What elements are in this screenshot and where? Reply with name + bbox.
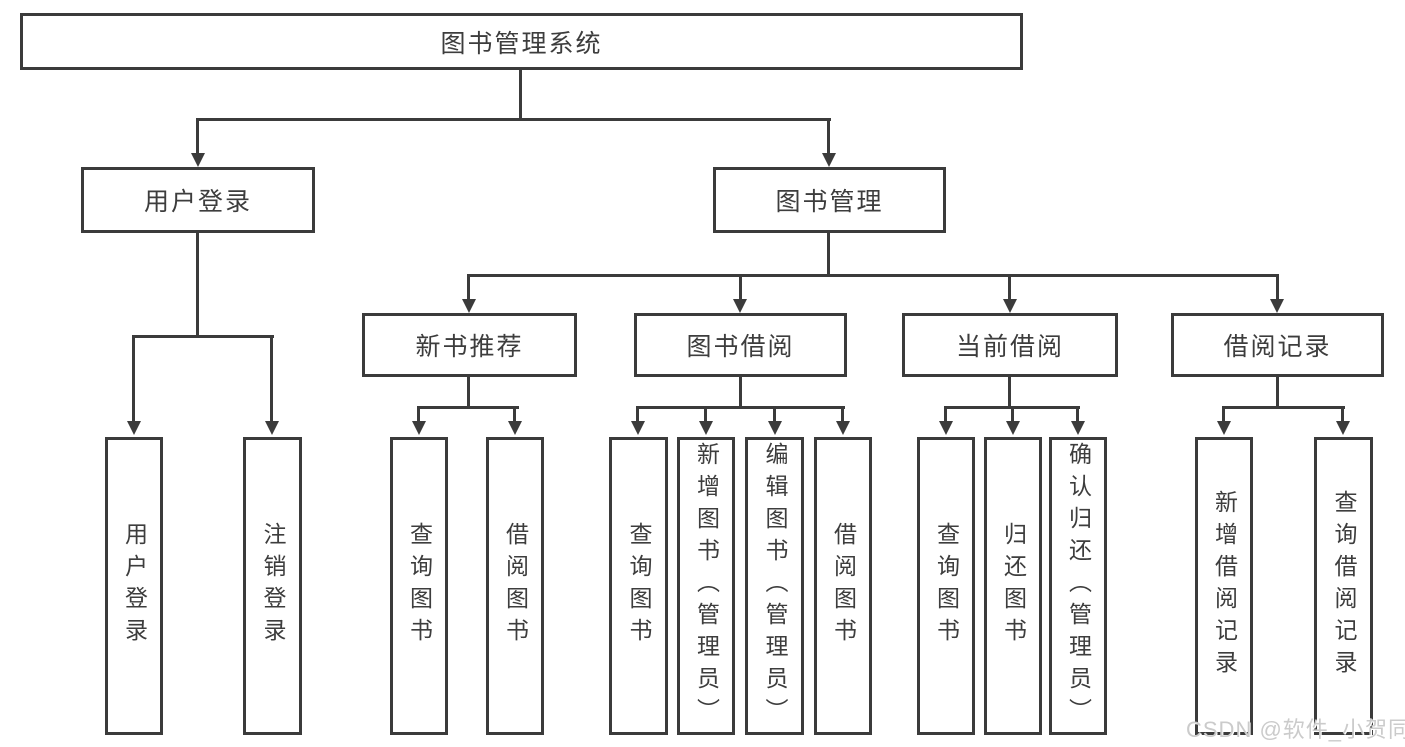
connector-line: [739, 274, 742, 299]
connector-line: [1222, 406, 1345, 409]
arrow-down-icon: [822, 153, 836, 167]
leaf-confirm-return-admin: 确认归还（管理员）: [1049, 437, 1107, 735]
connector-line: [467, 274, 470, 299]
arrow-down-icon: [733, 299, 747, 313]
arrow-down-icon: [699, 421, 713, 435]
connector-line: [417, 406, 519, 409]
arrow-down-icon: [1006, 421, 1020, 435]
connector-line: [196, 118, 831, 121]
leaf-return-book: 归还图书: [984, 437, 1042, 735]
connector-line: [1076, 406, 1079, 421]
leaf-current-query-books-label: 查询图书: [933, 522, 960, 650]
connector-line: [1222, 406, 1225, 421]
leaf-edit-book-admin: 编辑图书（管理员）: [745, 437, 804, 735]
leaf-logout-label: 注销登录: [260, 522, 286, 650]
watermark: CSDN @软件_小贺同学: [1186, 717, 1405, 742]
leaf-add-borrow-record: 新增借阅记录: [1195, 437, 1253, 735]
arrow-down-icon: [127, 421, 141, 435]
connector-line: [827, 233, 830, 274]
connector-line: [196, 118, 199, 154]
leaf-query-borrow-record: 查询借阅记录: [1314, 437, 1373, 735]
connector-line: [704, 406, 707, 421]
connector-line: [1011, 406, 1014, 421]
leaf-add-book-admin-label: 新增图书（管理员）: [693, 442, 720, 730]
arrow-down-icon: [412, 421, 426, 435]
node-book-management-label: 图书管理: [775, 188, 884, 216]
node-new-book-recommendation-label: 新书推荐: [415, 333, 524, 361]
leaf-query-borrow-record-label: 查询借阅记录: [1331, 490, 1357, 682]
arrow-down-icon: [191, 153, 205, 167]
connector-line: [1276, 377, 1279, 406]
node-book-management: 图书管理: [713, 167, 946, 233]
arrow-down-icon: [631, 421, 645, 435]
leaf-recommend-borrow-books: 借阅图书: [486, 437, 544, 735]
leaf-add-book-admin: 新增图书（管理员）: [677, 437, 735, 735]
connector-line: [636, 406, 845, 409]
arrow-down-icon: [939, 421, 953, 435]
arrow-down-icon: [1270, 299, 1284, 313]
leaf-borrow-query-books-label: 查询图书: [626, 522, 652, 650]
arrow-down-icon: [508, 421, 522, 435]
connector-line: [773, 406, 776, 421]
connector-line: [1008, 274, 1011, 299]
leaf-confirm-return-admin-label: 确认归还（管理员）: [1065, 442, 1092, 730]
arrow-down-icon: [1336, 421, 1350, 435]
leaf-recommend-query-books-label: 查询图书: [406, 522, 433, 650]
connector-line: [841, 406, 844, 421]
node-user-login: 用户登录: [81, 167, 315, 233]
node-book-borrowing: 图书借阅: [634, 313, 847, 377]
connector-line: [1276, 274, 1279, 299]
connector-line: [467, 377, 470, 406]
node-borrowing-records-label: 借阅记录: [1223, 333, 1332, 361]
arrow-down-icon: [768, 421, 782, 435]
leaf-edit-book-admin-label: 编辑图书（管理员）: [762, 442, 788, 730]
leaf-user-login-label: 用户登录: [121, 522, 148, 650]
connector-line: [132, 335, 135, 421]
connector-line: [944, 406, 947, 421]
arrow-down-icon: [462, 299, 476, 313]
leaf-borrow-query-books: 查询图书: [609, 437, 668, 735]
node-current-borrowing-label: 当前借阅: [955, 333, 1064, 361]
node-book-borrowing-label: 图书借阅: [686, 333, 795, 361]
connector-line: [270, 335, 273, 421]
leaf-borrow-books-label: 借阅图书: [830, 522, 857, 650]
connector-line: [827, 118, 830, 154]
connector-line: [636, 406, 639, 421]
connector-line: [132, 335, 274, 338]
node-root: 图书管理系统: [20, 13, 1023, 70]
connector-line: [1008, 377, 1011, 406]
arrow-down-icon: [1217, 421, 1231, 435]
arrow-down-icon: [1003, 299, 1017, 313]
connector-line: [739, 377, 742, 406]
node-new-book-recommendation: 新书推荐: [362, 313, 577, 377]
leaf-recommend-borrow-books-label: 借阅图书: [502, 522, 529, 650]
node-current-borrowing: 当前借阅: [902, 313, 1118, 377]
leaf-user-login: 用户登录: [105, 437, 163, 735]
connector-line: [467, 274, 1279, 277]
leaf-current-query-books: 查询图书: [917, 437, 975, 735]
node-user-login-label: 用户登录: [143, 188, 252, 216]
connector-line: [519, 70, 522, 118]
connector-line: [513, 406, 516, 421]
connector-line: [417, 406, 420, 421]
leaf-logout: 注销登录: [243, 437, 302, 735]
arrow-down-icon: [836, 421, 850, 435]
node-borrowing-records: 借阅记录: [1171, 313, 1384, 377]
connector-line: [1341, 406, 1344, 421]
leaf-add-borrow-record-label: 新增借阅记录: [1211, 490, 1238, 682]
connector-line: [196, 233, 199, 335]
node-root-label: 图书管理系统: [440, 29, 603, 58]
leaf-borrow-books: 借阅图书: [814, 437, 872, 735]
arrow-down-icon: [265, 421, 279, 435]
arrow-down-icon: [1071, 421, 1085, 435]
leaf-recommend-query-books: 查询图书: [390, 437, 448, 735]
leaf-return-book-label: 归还图书: [1000, 522, 1027, 650]
